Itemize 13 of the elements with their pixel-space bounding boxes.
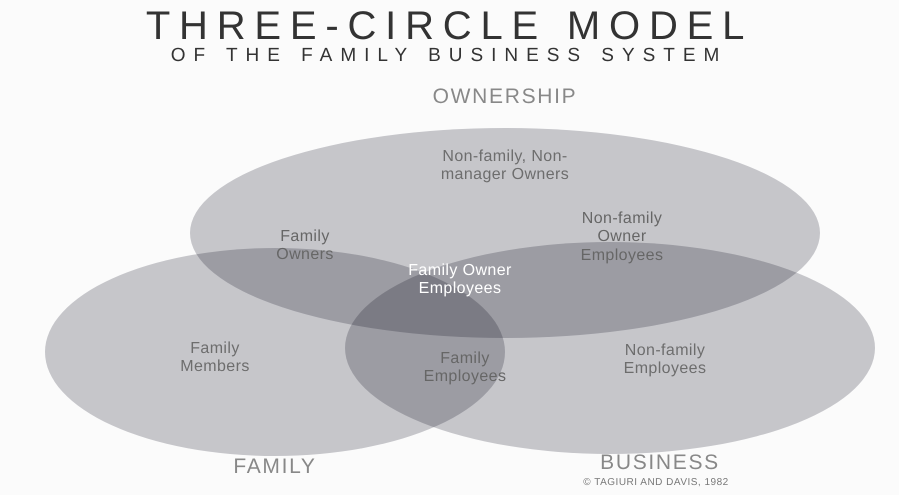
region-label: Non-family Employees [622, 342, 708, 379]
region-label: Non-family Owner Employees [580, 210, 664, 266]
circle-heading: FAMILY [232, 456, 318, 477]
region-label: Family Owner Employees [407, 262, 513, 299]
region-label: Family Owners [275, 228, 335, 265]
circle-heading: OWNERSHIP [432, 86, 578, 107]
title: THREE-CIRCLE MODEL [144, 6, 754, 46]
circle-heading: BUSINESS [599, 452, 721, 473]
copyright-note: © TAGIURI AND DAVIS, 1982 [582, 478, 730, 488]
region-label: Family Employees [422, 350, 508, 387]
subtitle: OF THE FAMILY BUSINESS SYSTEM [170, 46, 728, 65]
region-label: Family Members [179, 340, 251, 377]
region-label: Non-family, Non-manager Owners [440, 148, 570, 185]
